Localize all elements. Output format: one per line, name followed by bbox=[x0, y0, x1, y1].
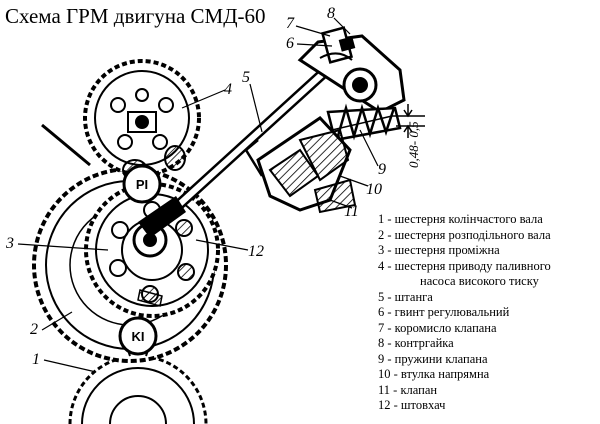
legend-item-6: 6 - гвинт регулювальний bbox=[378, 305, 510, 319]
callout-2: 2 bbox=[30, 321, 38, 338]
callout-12: 12 bbox=[248, 243, 264, 260]
pi-marker: PI bbox=[122, 164, 162, 204]
valve-clearance: 0,48- 0,5 bbox=[392, 104, 425, 168]
legend: 1 - шестерня колінчастого вала 2 - шесте… bbox=[378, 212, 551, 414]
callout-3: 3 bbox=[5, 235, 14, 252]
legend-item-2: 2 - шестерня розподільного вала bbox=[378, 227, 551, 242]
legend-item-12: 12 - штовхач bbox=[378, 398, 446, 412]
legend-item-3: 3 - шестерня проміжна bbox=[378, 243, 500, 257]
callout-8: 8 bbox=[327, 5, 335, 22]
callout-9: 9 bbox=[378, 161, 386, 178]
rocker-arm bbox=[297, 26, 406, 114]
push-rod bbox=[154, 52, 346, 228]
legend-item-9: 9 - пружини клапана bbox=[378, 351, 488, 366]
callout-1: 1 bbox=[32, 351, 40, 368]
ki-marker: KI bbox=[118, 316, 158, 357]
tappet bbox=[132, 196, 186, 258]
valve-assembly bbox=[244, 116, 357, 214]
ki-label: KI bbox=[132, 329, 145, 344]
valve-gap-label: 0,48- 0,5 bbox=[406, 121, 421, 168]
legend-item-4-continued: насоса високого тиску bbox=[420, 274, 539, 288]
legend-item-5: 5 - штанга bbox=[378, 289, 433, 304]
diagram-title: Схема ГРМ двигуна СМД-60 bbox=[5, 4, 266, 28]
legend-item-11: 11 - клапан bbox=[378, 382, 438, 397]
crankshaft-gear bbox=[68, 354, 208, 424]
legend-item-4: 4 - шестерня приводу паливного bbox=[378, 258, 551, 273]
callout-10: 10 bbox=[366, 181, 382, 198]
legend-item-8: 8 - контргайка bbox=[378, 336, 454, 350]
callout-5: 5 bbox=[242, 69, 250, 86]
callout-leaders bbox=[17, 17, 379, 373]
pi-label: PI bbox=[136, 177, 148, 192]
callout-4: 4 bbox=[224, 81, 232, 98]
legend-item-1: 1 - шестерня колінчастого вала bbox=[378, 212, 543, 226]
callout-6: 6 bbox=[286, 35, 294, 52]
callout-11: 11 bbox=[344, 203, 359, 220]
legend-item-7: 7 - коромисло клапана bbox=[378, 320, 497, 335]
callout-7: 7 bbox=[286, 15, 295, 32]
legend-item-10: 10 - втулка напрямна bbox=[378, 367, 490, 381]
callout-numbers: 1 2 3 4 5 6 7 8 9 10 11 12 bbox=[5, 5, 386, 368]
